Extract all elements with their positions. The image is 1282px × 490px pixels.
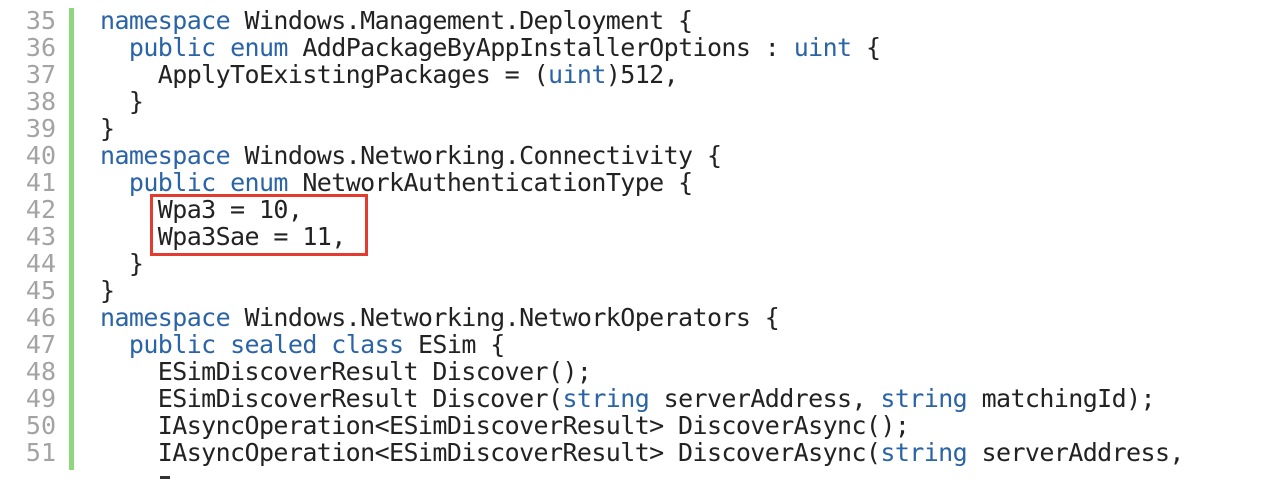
code-token: IAsyncOperation<ESimDiscoverResult> Disc… [100, 438, 881, 467]
keyword-token: class [331, 330, 404, 359]
keyword-token: string [880, 438, 968, 467]
keyword-token: uint [793, 33, 852, 62]
line-number: 40 [25, 141, 56, 170]
code-token [216, 330, 230, 359]
code-token [100, 330, 129, 359]
code-token: matchingId); [967, 384, 1156, 413]
code-token [216, 33, 230, 62]
code-token: NetworkAuthenticationType { [287, 168, 693, 197]
code-text: public sealed class ESim { [100, 331, 505, 358]
code-line: 44 } [0, 250, 1282, 277]
keyword-token: uint [548, 60, 606, 89]
code-token [317, 330, 331, 359]
keyword-token: sealed [230, 330, 317, 359]
code-text: namespace Windows.Networking.NetworkOper… [100, 303, 780, 332]
line-number: 48 [25, 357, 56, 386]
code-text: } [100, 249, 144, 278]
line-number: 39 [25, 114, 56, 143]
keyword-token: enum [230, 168, 288, 197]
code-line: 42 Wpa3 = 10, [0, 196, 1282, 223]
keyword-token: namespace [100, 141, 231, 170]
code-token: AddPackageByAppInstallerOptions : [287, 33, 794, 62]
code-token: ESimDiscoverResult Discover( [100, 384, 563, 413]
keyword-token: string [562, 384, 650, 413]
code-text: IAsyncOperation<ESimDiscoverResult> Disc… [100, 411, 910, 440]
line-number: 38 [25, 87, 56, 116]
keyword-token: string [880, 384, 968, 413]
code-token: Windows.Networking.NetworkOperators { [230, 303, 780, 332]
code-line: 47 public sealed class ESim { [0, 331, 1282, 358]
code-text: ESimDiscoverResult Discover(); [100, 357, 592, 386]
code-token: } [100, 276, 115, 305]
code-token: IAsyncOperation<ESimDiscoverResult> Disc… [100, 411, 910, 440]
code-token: Windows.Management.Deployment { [230, 6, 694, 35]
line-number: 42 [25, 195, 56, 224]
code-text: Wpa3Sae = 11, [100, 223, 346, 250]
highlight-box [150, 194, 368, 256]
code-token [100, 168, 129, 197]
code-token: Wpa3 = 10, [100, 195, 303, 224]
code-token: ApplyToExistingPackages = ( [100, 60, 549, 89]
code-token: Wpa3Sae = 11, [100, 222, 346, 251]
line-number: 51 [25, 438, 56, 467]
code-token: )512, [605, 60, 679, 89]
line-number: 41 [25, 168, 56, 197]
keyword-token: enum [230, 33, 288, 62]
code-line: 36 public enum AddPackageByAppInstallerO… [0, 34, 1282, 61]
code-line: 41 public enum NetworkAuthenticationType… [0, 169, 1282, 196]
keyword-token: public [128, 330, 216, 359]
code-text: namespace Windows.Networking.Connectivit… [100, 141, 723, 170]
code-line: 49 ESimDiscoverResult Discover(string se… [0, 385, 1282, 412]
code-line: 38 } [0, 88, 1282, 115]
keyword-token: namespace [100, 6, 231, 35]
code-line: 51 IAsyncOperation<ESimDiscoverResult> D… [0, 439, 1282, 466]
code-token: } [100, 249, 144, 278]
code-token: serverAddress, [967, 438, 1185, 467]
line-number: 50 [25, 411, 56, 440]
line-number: 36 [25, 33, 56, 62]
line-number: 46 [25, 303, 56, 332]
code-line: 45} [0, 277, 1282, 304]
code-line: 50 IAsyncOperation<ESimDiscoverResult> D… [0, 412, 1282, 439]
code-text: IAsyncOperation<ESimDiscoverResult> Disc… [100, 438, 1185, 467]
truncated-line-glyph [160, 476, 170, 479]
code-token: } [100, 114, 115, 143]
keyword-token: namespace [100, 303, 231, 332]
code-token: { [851, 33, 881, 62]
code-line: 40 namespace Windows.Networking.Connectiv… [0, 142, 1282, 169]
line-number: 45 [25, 276, 56, 305]
code-token: Windows.Networking.Connectivity { [230, 141, 723, 170]
line-number: 37 [25, 60, 56, 89]
line-number: 43 [25, 222, 56, 251]
code-text: public enum NetworkAuthenticationType { [100, 169, 693, 196]
code-token: ESimDiscoverResult Discover(); [100, 357, 592, 386]
keyword-token: public [128, 168, 216, 197]
code-text: } [100, 87, 144, 116]
line-number: 44 [25, 249, 56, 278]
line-number: 47 [25, 330, 56, 359]
code-text: ESimDiscoverResult Discover(string serve… [100, 384, 1156, 413]
code-token [216, 168, 230, 197]
code-line: 46 namespace Windows.Networking.NetworkOp… [0, 304, 1282, 331]
code-text: } [100, 114, 115, 143]
code-text: ApplyToExistingPackages = (uint)512, [100, 60, 679, 89]
code-line: 43 Wpa3Sae = 11, [0, 223, 1282, 250]
code-token: serverAddress, [649, 384, 881, 413]
line-number: 35 [25, 6, 56, 35]
code-token: } [100, 87, 144, 116]
code-line: 39} [0, 115, 1282, 142]
code-text: namespace Windows.Management.Deployment … [100, 7, 693, 34]
code-token [100, 33, 129, 62]
line-number: 49 [25, 384, 56, 413]
code-text: Wpa3 = 10, [100, 195, 303, 224]
code-line: 37 ApplyToExistingPackages = (uint)512, [0, 61, 1282, 88]
code-text: } [100, 276, 115, 305]
code-token: ESim { [403, 330, 505, 359]
code-line: 35 namespace Windows.Management.Deploymen… [0, 7, 1282, 34]
code-text: public enum AddPackageByAppInstallerOpti… [100, 33, 881, 62]
code-line: 48 ESimDiscoverResult Discover(); [0, 358, 1282, 385]
keyword-token: public [128, 33, 216, 62]
diff-gutter-bar [69, 8, 74, 470]
